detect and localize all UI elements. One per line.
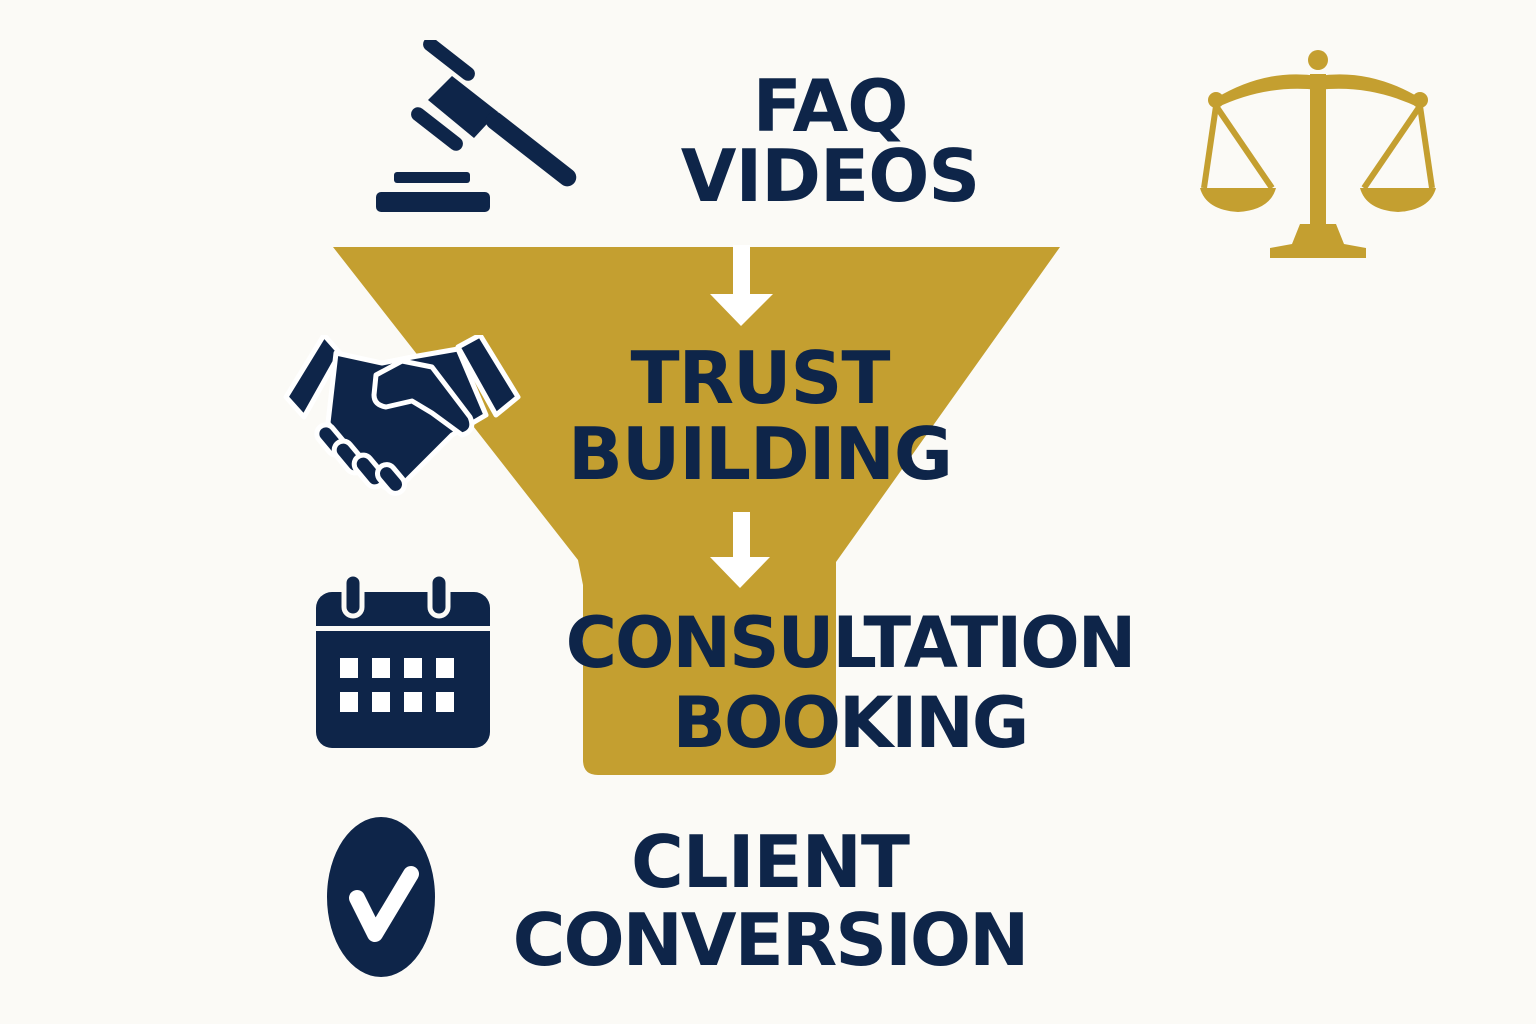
stage-label-consultation-booking: CONSULTATION BOOKING	[565, 602, 1137, 764]
checkmark-circle-icon	[327, 817, 435, 977]
stage-label-trust-building: TRUST BUILDING	[568, 336, 953, 496]
stage-label-faq-videos: FAQ VIDEOS	[680, 64, 981, 218]
calendar-icon	[316, 574, 490, 748]
scales-of-justice-icon	[1200, 50, 1436, 258]
stage-label-client-conversion: CLIENT CONVERSION	[512, 820, 1030, 982]
handshake-icon	[283, 335, 521, 496]
gavel-icon	[376, 40, 577, 212]
